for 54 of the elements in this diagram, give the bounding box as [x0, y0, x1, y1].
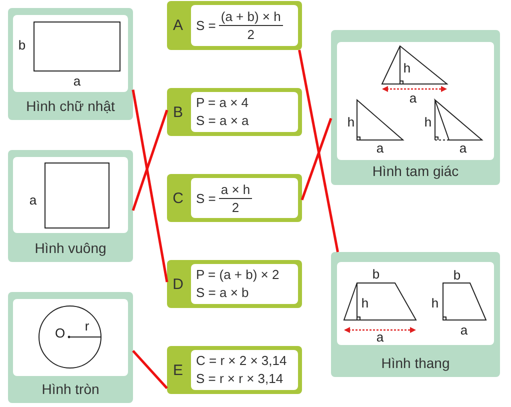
- connector-line: [300, 118, 332, 200]
- dimension-label: O: [54, 326, 66, 340]
- fraction-numerator: a × h: [218, 180, 252, 198]
- dimension-label: h: [424, 116, 432, 128]
- formula-text: C = r × 2 × 3,14: [196, 352, 287, 370]
- connector-line: [298, 50, 339, 252]
- option-letter: B: [172, 104, 184, 120]
- formula-card: [167, 260, 302, 308]
- formula-card: [167, 174, 302, 222]
- dimension-label: h: [403, 62, 411, 74]
- formula-card: [167, 346, 302, 394]
- formula-text: S = a × a: [196, 112, 249, 130]
- connector-line: [132, 350, 168, 390]
- shape-card: [331, 30, 500, 185]
- shape-card: [331, 252, 500, 377]
- dimension-label: b: [18, 38, 26, 52]
- shape-name: Hình chữ nhật: [25, 98, 116, 114]
- option-letter: D: [172, 276, 184, 292]
- shape-card: [8, 8, 133, 120]
- formula-card: [167, 1, 302, 50]
- connector-line: [132, 90, 168, 282]
- shape-card: [8, 150, 133, 262]
- shape-name: Hình thang: [380, 355, 451, 371]
- dimension-label: a: [460, 324, 468, 336]
- formula-text: P = (a + b) × 2: [196, 266, 280, 284]
- dimension-label: b: [453, 268, 461, 282]
- formula-text: S = r × r × 3,14: [196, 370, 284, 388]
- dimension-label: a: [29, 194, 37, 206]
- dimension-label: a: [376, 330, 384, 344]
- dimension-label: r: [84, 320, 90, 332]
- dimension-label: h: [347, 116, 355, 128]
- fraction-denominator: 2: [232, 198, 240, 216]
- formula-text: S =: [196, 190, 216, 206]
- connector-line: [132, 110, 168, 211]
- dimension-label: a: [409, 92, 417, 104]
- fraction-denominator: 2: [247, 26, 254, 43]
- option-letter: A: [172, 17, 184, 34]
- formula-text: S = a × b: [196, 284, 250, 302]
- dimension-label: h: [361, 296, 369, 310]
- fraction-numerator: (a + b) × h: [218, 8, 283, 26]
- shape-card: [8, 292, 133, 403]
- dimension-label: h: [431, 296, 439, 310]
- dimension-label: a: [73, 74, 81, 88]
- shape-name: Hình tròn: [40, 381, 100, 397]
- dimension-label: b: [372, 268, 380, 280]
- dimension-label: a: [459, 142, 467, 154]
- formula-card: [167, 88, 302, 136]
- formula-text: S =: [196, 18, 216, 33]
- option-letter: C: [172, 190, 184, 206]
- shape-name: Hình vuông: [34, 240, 108, 256]
- dimension-label: a: [376, 142, 384, 154]
- shape-name: Hình tam giác: [371, 163, 460, 179]
- formula-text: P = a × 4: [196, 94, 249, 112]
- option-letter: E: [172, 362, 184, 378]
